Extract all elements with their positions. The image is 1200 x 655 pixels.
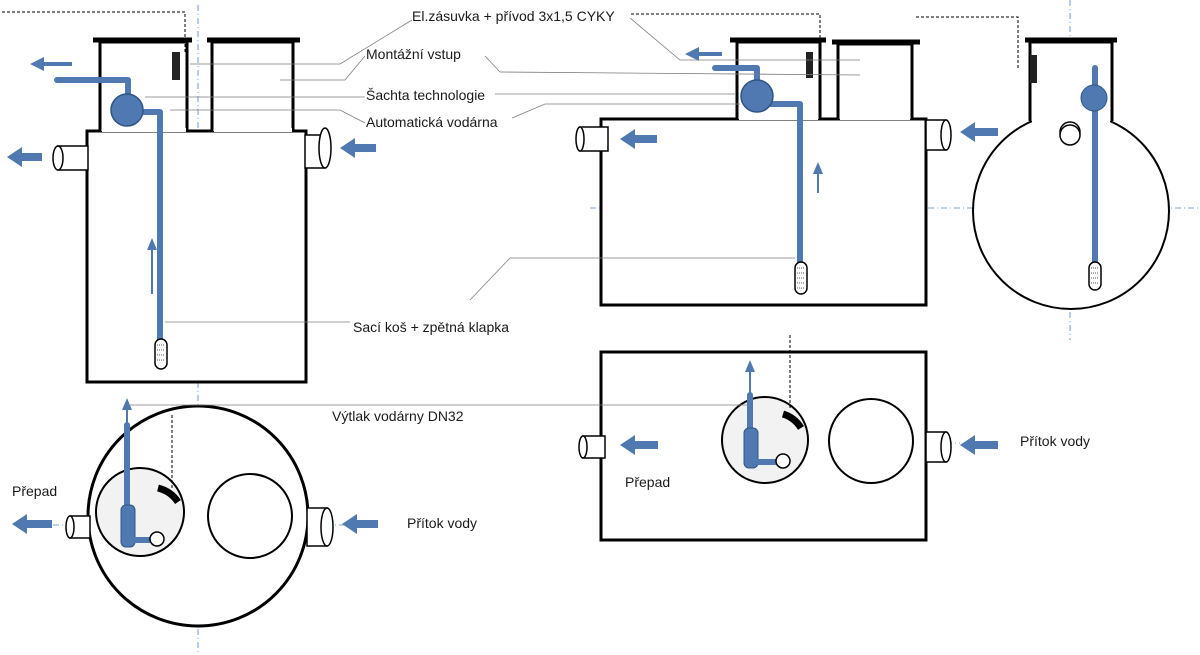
arrow-icon	[620, 129, 657, 149]
pump-icon	[743, 427, 759, 469]
arrow-icon	[685, 47, 722, 61]
arrow-icon	[12, 514, 52, 534]
socket-icon	[172, 52, 180, 80]
leader-lines	[127, 17, 861, 406]
pump-icon	[110, 93, 144, 127]
label-inflow-left: Přítok vody	[407, 515, 477, 531]
right-plan-view	[578, 335, 998, 542]
label-mounting-entry: Montážní vstup	[366, 46, 461, 62]
arrow-icon	[7, 147, 42, 167]
label-inflow-right: Přítok vody	[1020, 433, 1090, 449]
socket-icon	[156, 484, 181, 505]
label-suction-basket: Sací koš + zpětná klapka	[353, 319, 509, 335]
arrow-icon	[147, 238, 157, 294]
mounting-shaft-plan-right	[828, 398, 914, 484]
strainer-icon	[1088, 261, 1102, 291]
right-elevation-view	[575, 13, 1200, 307]
socket-cable-left	[0, 11, 186, 52]
arrow-icon	[960, 435, 998, 455]
tank-body-left	[85, 129, 308, 384]
mounting-shaft-plan-left	[207, 473, 293, 559]
socket-icon	[1030, 55, 1037, 83]
arrow-icon	[813, 162, 823, 193]
arrow-icon	[122, 398, 132, 425]
label-tech-shaft: Šachta technologie	[366, 87, 485, 103]
pump-icon	[740, 79, 774, 113]
arrow-icon	[620, 435, 658, 455]
pump-icon	[120, 504, 136, 548]
arrow-icon	[745, 360, 755, 395]
mounting-shaft-right	[836, 42, 914, 119]
socket-icon	[781, 410, 804, 431]
left-plan-view	[12, 398, 378, 628]
socket-icon	[806, 52, 813, 78]
arrow-icon	[30, 57, 72, 71]
label-overflow-right: Přepad	[625, 474, 670, 490]
label-pump-outlet: Výtlak vodárny DN32	[332, 408, 464, 424]
arrow-icon	[342, 514, 378, 534]
tank-body-right	[599, 117, 928, 307]
pump-icon	[1080, 84, 1108, 112]
tech-shaft-plan-right	[721, 396, 809, 484]
overflow-pipe-left	[57, 145, 89, 171]
label-el-socket: El.zásuvka + přívod 3x1,5 CYKY	[412, 8, 615, 24]
strainer-icon	[154, 338, 168, 370]
left-elevation-view	[0, 5, 376, 655]
right-end-view	[915, 0, 1170, 340]
arrow-icon	[960, 122, 998, 142]
strainer-icon	[149, 531, 165, 547]
label-overflow-left: Přepad	[12, 483, 57, 499]
strainer-icon	[775, 453, 791, 469]
label-auto-pump: Automatická vodárna	[366, 114, 498, 130]
mounting-shaft-left	[210, 40, 295, 131]
arrow-icon	[340, 138, 376, 158]
